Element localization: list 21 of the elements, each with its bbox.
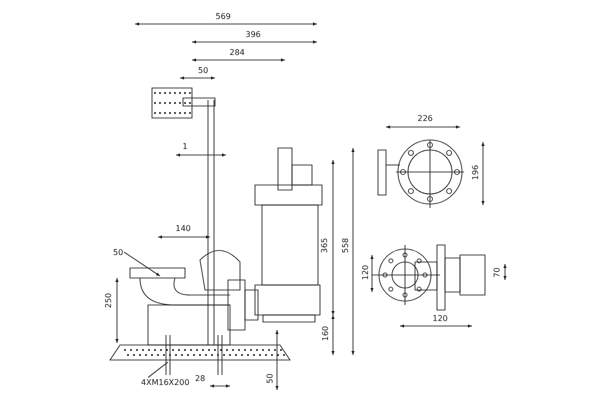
callout-label: 50 — [112, 248, 124, 256]
dimension-label: 28 — [194, 374, 206, 382]
dimension-label: 50 — [197, 66, 210, 74]
dimension-label: 396 — [244, 30, 262, 38]
dimension-label: 70 — [492, 266, 502, 278]
dimension-label: 160 — [320, 324, 330, 342]
dimension-label: 569 — [214, 12, 232, 20]
dimension-label: 284 — [228, 48, 246, 56]
dimension-label: 226 — [416, 114, 434, 122]
dimension-label: 140 — [174, 224, 192, 232]
dimension-label: 196 — [470, 163, 480, 181]
dimension-label: 558 — [340, 236, 350, 254]
dimension-label: 120 — [432, 314, 449, 322]
dimension-label: 1 — [182, 142, 189, 150]
dimension-label: 50 — [266, 372, 275, 384]
dimension-label: 365 — [320, 236, 329, 254]
dimension-label: 120 — [360, 263, 370, 281]
dimension-label: 250 — [104, 291, 113, 309]
callout-label: 4XM16X200 — [140, 378, 190, 386]
leader-line — [124, 252, 160, 276]
leader-line — [148, 362, 168, 378]
